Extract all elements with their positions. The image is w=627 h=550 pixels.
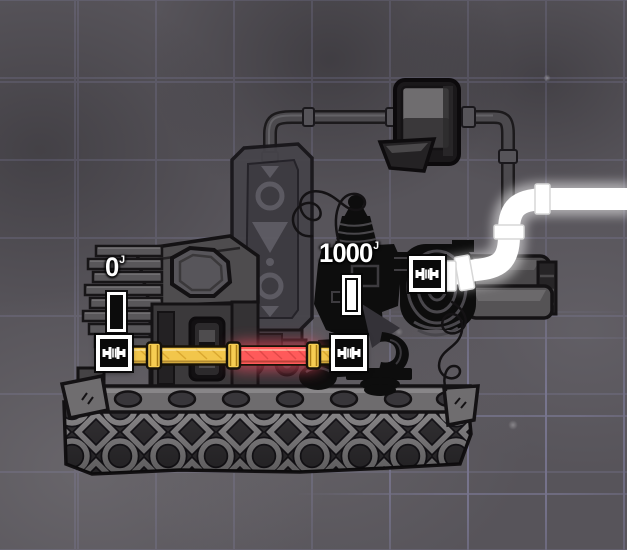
pipe-coupling-icon [337,347,361,359]
insulated-pipe[interactable] [436,182,627,293]
flow-value: 1000 [319,238,373,268]
flow-value: 0 [105,252,119,282]
valve-meter-left [107,292,126,332]
valve-port-icon-left[interactable] [96,335,132,371]
flow-unit-mark: J [119,254,125,266]
liquid-pipe[interactable] [124,341,342,371]
flow-unit-mark: J [373,240,379,252]
spring-doodles [291,189,467,392]
insulated-pipe-couplings [444,183,551,292]
valve-flow-readout-left: 0J [105,252,125,282]
pipe-coupling-icon [415,268,439,280]
pipe-coupling-icon [102,347,126,359]
valve-port-icon-right[interactable] [409,256,445,292]
blocked-pipe-segment [238,347,310,364]
valve-meter-right [342,275,361,315]
mesh-floor-tiles[interactable] [59,373,480,476]
floor-right-bracket [442,384,480,428]
meter-fill-bar [347,280,356,310]
wall-hopper-building[interactable] [377,78,461,173]
valve-flow-readout-right: 1000J [319,238,379,268]
valve-port-icon-center[interactable] [331,335,367,371]
tower-glyphs [252,166,288,317]
